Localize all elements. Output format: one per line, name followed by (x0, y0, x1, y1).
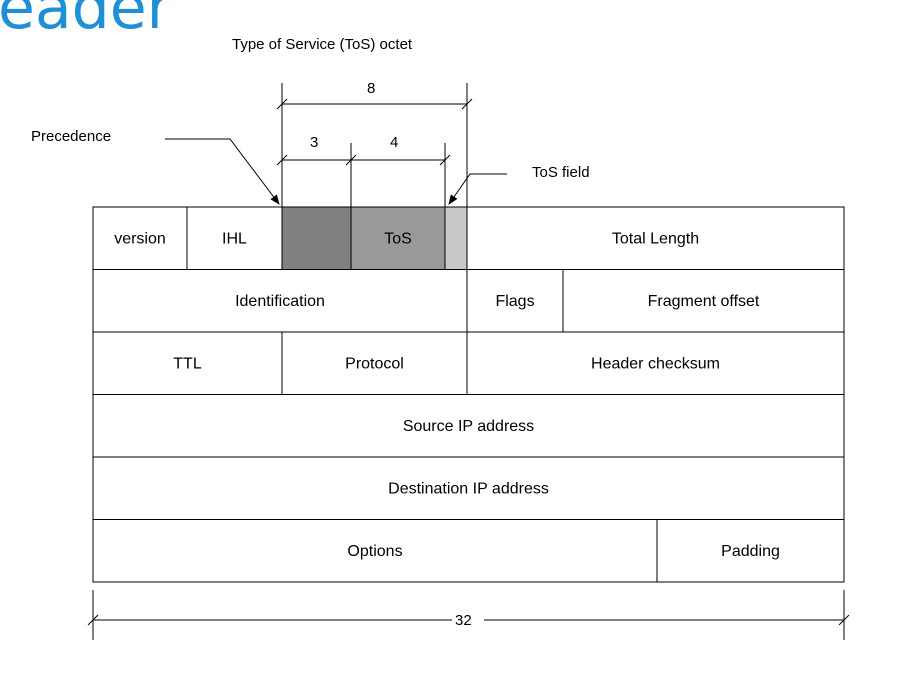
header-field-blank (444, 206, 468, 270)
header-field-label-tos: ToS (384, 230, 412, 247)
slide-title-fragment: eader (0, 0, 172, 43)
header-field-ttl (92, 331, 283, 395)
header-field-source-ip-address (92, 394, 845, 458)
header-field-identification (92, 269, 468, 333)
header-field-label-total-length: Total Length (612, 230, 699, 247)
tos-octet-label: Type of Service (ToS) octet (232, 36, 413, 53)
header-field-label-options: Options (347, 543, 402, 560)
header-field-flags (466, 269, 564, 333)
header-field-label-identification: Identification (235, 293, 325, 310)
header-field-padding (656, 519, 845, 583)
total-width-label: 32 (455, 612, 472, 629)
header-field-label-header-checksum: Header checksum (591, 355, 720, 372)
tos-field-pointer (448, 173, 507, 205)
header-field-header-checksum (466, 331, 845, 395)
header-field-label-protocol: Protocol (345, 355, 404, 372)
header-field-label-padding: Padding (721, 543, 780, 560)
header-field-label-flags: Flags (495, 293, 534, 310)
tos-field-label: ToS field (532, 164, 590, 181)
octet-width-label: 8 (367, 80, 376, 97)
header-field-label-destination-ip-address: Destination IP address (388, 480, 549, 497)
header-field-total-length (466, 206, 845, 270)
precedence-pointer (165, 138, 280, 205)
header-field-tos (350, 206, 446, 270)
subfield-dimension (276, 143, 451, 207)
octet-dimension (276, 83, 473, 207)
header-field-fragment-offset (562, 269, 845, 333)
header-field-label-ttl: TTL (173, 355, 202, 372)
tos-width-label: 4 (390, 134, 399, 151)
total-width-dimension (87, 590, 850, 640)
header-field-protocol (281, 331, 468, 395)
header-field-label-source-ip-address: Source IP address (403, 418, 534, 435)
precedence-label: Precedence (31, 128, 112, 145)
header-field-label-fragment-offset: Fragment offset (648, 293, 760, 310)
header-field-label-ihl: IHL (222, 230, 247, 247)
header-field-label-version: version (114, 230, 166, 247)
header-field-blank (281, 206, 352, 270)
header-field-destination-ip-address (92, 456, 845, 520)
header-field-options (92, 519, 658, 583)
precedence-width-label: 3 (310, 134, 319, 151)
